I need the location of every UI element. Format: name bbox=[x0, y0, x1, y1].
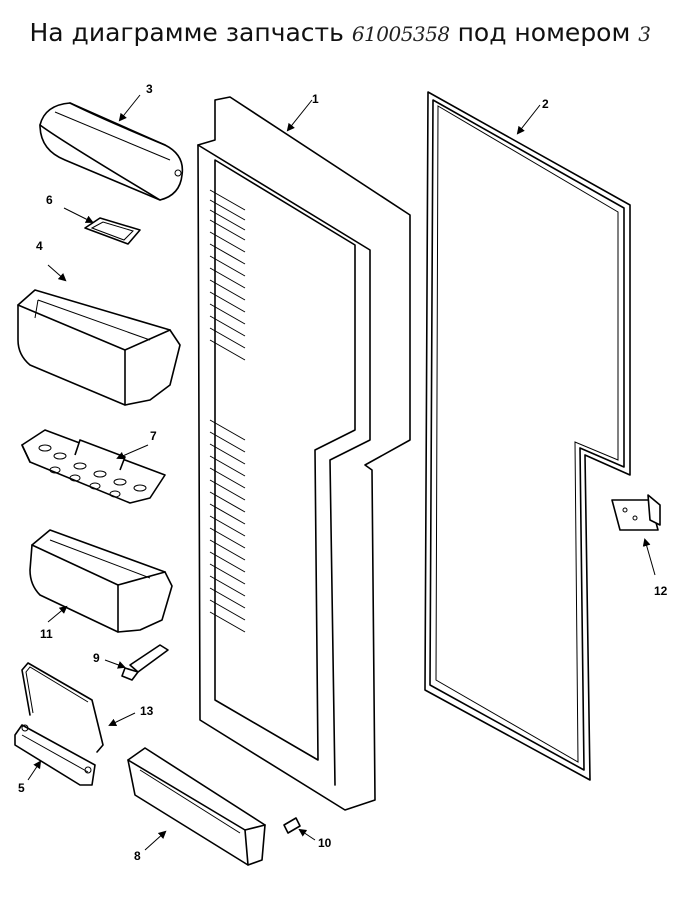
callout-9: 9 bbox=[93, 651, 100, 665]
part-3-bin-cover[interactable] bbox=[39, 102, 184, 201]
callout-5: 5 bbox=[18, 781, 25, 795]
callout-13: 13 bbox=[140, 704, 154, 718]
part-9-bracket[interactable] bbox=[121, 644, 169, 681]
callout-4: 4 bbox=[36, 239, 43, 253]
part-7-egg-tray[interactable] bbox=[21, 429, 166, 504]
callout-1: 1 bbox=[312, 92, 319, 106]
callout-11: 11 bbox=[40, 627, 53, 641]
part-13-wire-rail[interactable] bbox=[21, 662, 104, 753]
part-5-rail-base[interactable] bbox=[14, 724, 96, 786]
part-4-door-bin[interactable] bbox=[17, 289, 181, 406]
title-prefix: На диаграмме запчасть bbox=[29, 18, 344, 47]
part-10-plug[interactable] bbox=[283, 817, 301, 834]
part-11-door-bin[interactable] bbox=[29, 529, 173, 633]
title-middle: под номером bbox=[457, 18, 631, 47]
callout-leaders bbox=[27, 94, 656, 851]
part-12-hinge-bracket[interactable] bbox=[611, 494, 661, 531]
part-8-bottom-bin[interactable] bbox=[127, 747, 266, 866]
page-title: На диаграмме запчасть 61005358 под номер… bbox=[0, 18, 680, 47]
title-callout-number: 3 bbox=[638, 22, 651, 46]
title-part-number: 61005358 bbox=[351, 22, 450, 46]
callout-6: 6 bbox=[46, 193, 53, 207]
part-1-door-liner[interactable] bbox=[197, 96, 411, 811]
callout-10: 10 bbox=[318, 836, 332, 850]
callout-3: 3 bbox=[146, 82, 153, 96]
callout-labels: 3 6 4 7 11 9 13 5 8 10 1 2 12 bbox=[18, 82, 668, 863]
part-6-small-tray[interactable] bbox=[84, 217, 141, 245]
part-2-door-gasket[interactable] bbox=[424, 91, 631, 781]
callout-8: 8 bbox=[134, 849, 141, 863]
callout-7: 7 bbox=[150, 429, 157, 443]
callout-2: 2 bbox=[542, 97, 549, 111]
callout-12: 12 bbox=[654, 584, 668, 598]
